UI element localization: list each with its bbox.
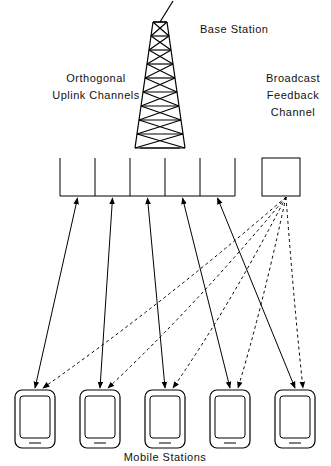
uplink-channel-slots (60, 158, 235, 196)
channel-heading: Orthogonal Uplink Channels (52, 70, 140, 104)
feedback-arrow (173, 197, 286, 388)
antenna (160, 1, 173, 22)
feedback-arrow (238, 197, 286, 388)
mobile-phone (145, 390, 185, 448)
mobile-stations (15, 390, 315, 448)
uplink-arrow (35, 198, 78, 388)
feedback-arrow (108, 197, 286, 388)
uplink-arrow (100, 198, 113, 388)
channel-heading: Broadcast Feedback Channel (258, 70, 328, 121)
mobile-stations-label: Mobile Stations (124, 450, 207, 464)
feedback-channel-box: Broadcast Feedback Channel (258, 70, 328, 196)
uplink-arrow (148, 198, 166, 388)
uplink-arrow (218, 198, 296, 388)
uplink-channel-band: Orthogonal Uplink Channels (52, 70, 140, 196)
base-station-label: Base Station (200, 22, 268, 36)
uplink-arrow (183, 198, 231, 388)
base-station-tower (135, 1, 185, 148)
mobile-phone (80, 390, 120, 448)
uplink-arrows (35, 198, 295, 388)
feedback-arrow (43, 197, 286, 388)
mobile-phone (15, 390, 55, 448)
feedback-arrow (286, 197, 303, 388)
feedback-arrows (43, 197, 303, 388)
feedback-channel-slot (262, 158, 300, 196)
mobile-phone (210, 390, 250, 448)
mobile-phone (275, 390, 315, 448)
